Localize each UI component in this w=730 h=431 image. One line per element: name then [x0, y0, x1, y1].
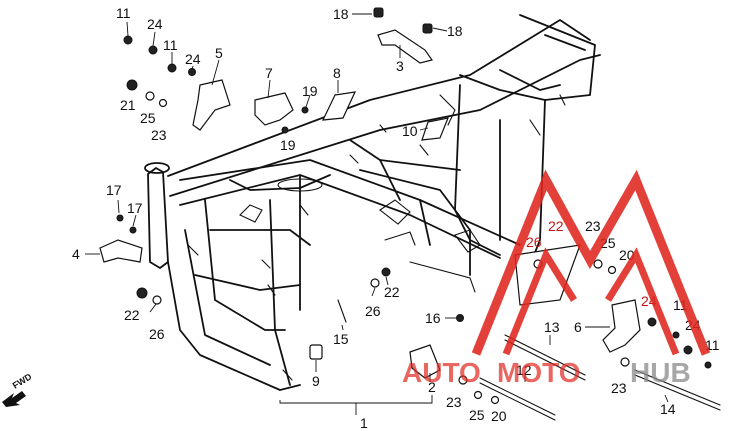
part-11-bolt-d	[704, 361, 712, 369]
label-9: 9	[312, 373, 320, 389]
part-19-bolt-a	[301, 106, 309, 114]
part-20-nut-b	[490, 395, 500, 405]
label-26: 26	[365, 303, 381, 319]
part-25-collar-a	[145, 91, 155, 101]
part-22-nut-a	[136, 287, 148, 299]
part-5-bracket	[192, 79, 231, 131]
part-23-washer-c	[458, 375, 468, 385]
label-10: 10	[402, 123, 418, 139]
part-11-bolt-b	[167, 63, 177, 73]
part-19-bolt-b	[281, 126, 289, 134]
label-26: 26	[526, 234, 542, 250]
label-14: 14	[660, 401, 676, 417]
label-22: 22	[124, 307, 140, 323]
part-2-bracket	[409, 344, 441, 379]
part-12-shaft	[479, 377, 556, 416]
part-24-nut-a	[148, 45, 158, 55]
label-15: 15	[333, 331, 349, 347]
part-22-nut-b	[381, 267, 391, 277]
part-18-bolt-b	[422, 23, 433, 34]
label-17: 17	[106, 182, 122, 198]
part-18-bolt-a	[373, 7, 384, 18]
part-13-shaft-b	[504, 339, 586, 381]
part-24-nut-c	[647, 317, 657, 327]
part-14-shaft-b	[634, 374, 721, 411]
watermark-text-auto: AUTO	[402, 357, 481, 388]
part-17-bolt-b	[129, 226, 137, 234]
label-8: 8	[333, 65, 341, 81]
part-14-shaft	[634, 369, 721, 406]
label-12: 12	[516, 362, 532, 378]
part-15-bolt	[337, 299, 347, 323]
label-22: 22	[384, 284, 400, 300]
label-1: 1	[360, 415, 368, 431]
parts	[99, 7, 721, 421]
label-26: 26	[149, 326, 165, 342]
label-11: 11	[116, 5, 131, 21]
label-19: 19	[280, 137, 296, 153]
label-23: 23	[585, 218, 601, 234]
part-23-washer-a	[158, 98, 168, 108]
part-25-collar-c	[473, 390, 483, 400]
label-4: 4	[72, 246, 80, 262]
watermark-text-moto: MOTO	[497, 357, 580, 388]
part-16-bolt	[456, 314, 464, 322]
label-23: 23	[446, 394, 462, 410]
label-23: 23	[151, 127, 167, 143]
leader-lines	[85, 13, 669, 415]
part-12-shaft-b	[479, 382, 556, 421]
fwd-label: FWD	[11, 371, 34, 391]
part-21-nut	[126, 79, 138, 91]
part-3-bracket	[377, 29, 433, 64]
part-23-washer-b	[620, 357, 630, 367]
label-24: 24	[185, 51, 201, 67]
part-4-cover	[99, 239, 143, 263]
part-24-nut-d	[683, 345, 693, 355]
part-11-bolt-a	[123, 35, 133, 45]
label-19: 19	[302, 83, 318, 99]
watermark-logo-icon	[471, 169, 711, 356]
part-26-collar-b	[370, 278, 380, 288]
part-13-shaft	[504, 334, 586, 376]
label-25: 25	[140, 110, 156, 126]
fwd-arrow-icon	[2, 391, 26, 407]
label-13: 13	[544, 319, 560, 335]
part-20-nut-a	[607, 265, 617, 275]
label-7: 7	[265, 65, 273, 81]
part-labels: 11 24 11 24 5 21 25 23 7 19 19 8 18 18 3…	[72, 5, 720, 431]
part-6-bracket	[602, 299, 641, 353]
label-21: 21	[120, 97, 136, 113]
label-5: 5	[215, 45, 223, 61]
fwd-indicator: FWD	[2, 371, 34, 407]
part-7-bracket	[254, 92, 294, 126]
label-17: 17	[127, 200, 143, 216]
label-22: 22	[548, 218, 564, 234]
watermark: AUTO MOTO HUB	[402, 169, 711, 388]
part-10-rubber	[421, 117, 449, 141]
label-16: 16	[425, 310, 441, 326]
label-24: 24	[147, 16, 163, 32]
part-26-collar-a	[152, 295, 162, 305]
watermark-text-hub: HUB	[630, 357, 691, 388]
label-25: 25	[469, 407, 485, 423]
label-6: 6	[574, 319, 582, 335]
part-25-collar-b	[593, 259, 603, 269]
part-11-bolt-c	[672, 331, 680, 339]
label-23: 23	[611, 380, 627, 396]
part-8-rubber	[321, 91, 357, 121]
label-3: 3	[396, 58, 404, 74]
label-11: 11	[163, 37, 178, 53]
label-2: 2	[428, 379, 436, 395]
part-17-bolt-a	[116, 214, 124, 222]
label-20: 20	[491, 408, 507, 424]
label-18: 18	[333, 6, 349, 22]
label-18: 18	[447, 23, 463, 39]
main-frame	[144, 14, 601, 391]
part-9-collar	[309, 344, 323, 360]
